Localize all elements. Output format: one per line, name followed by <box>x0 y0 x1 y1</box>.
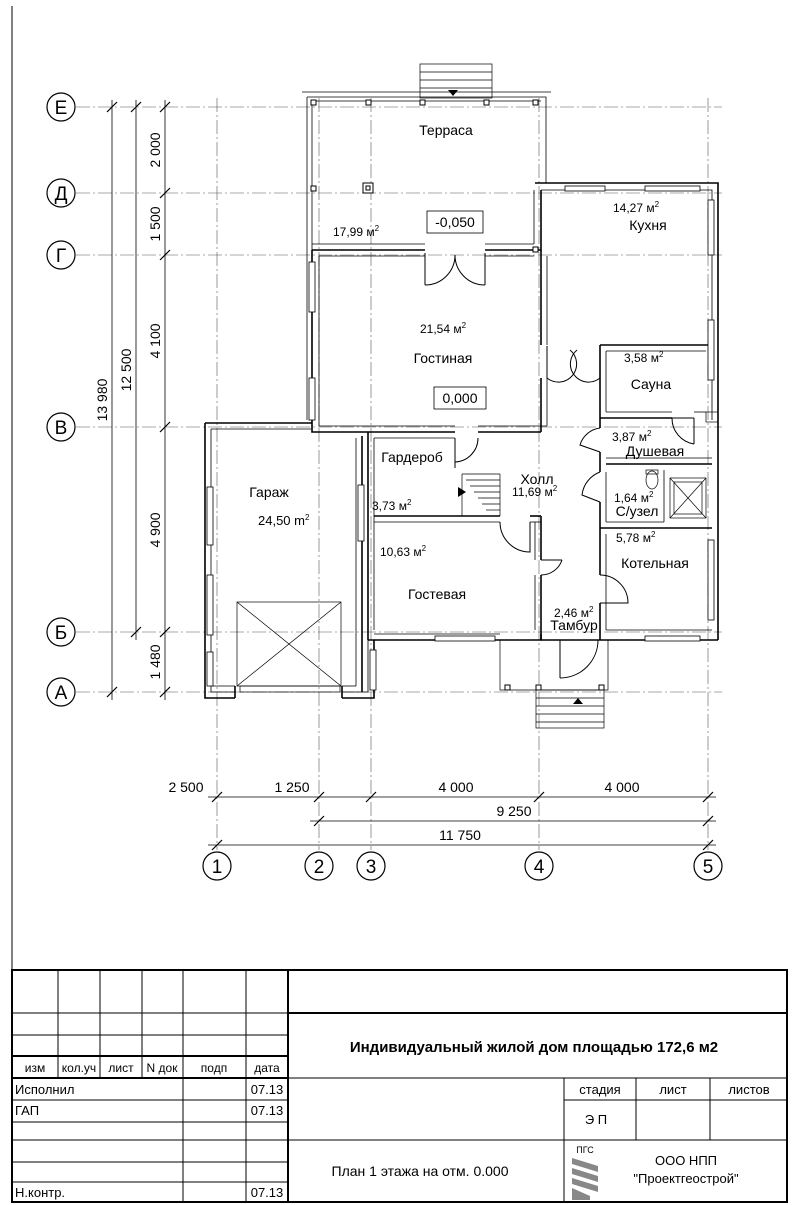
room-area-garage: 24,50 m2 <box>258 513 310 528</box>
tb-header-list: лист <box>108 1061 134 1075</box>
dim-left-5: 1 480 <box>147 644 163 679</box>
level-terrace: -0,050 <box>435 214 475 230</box>
svg-text:ПГС: ПГС <box>576 1145 594 1155</box>
axis-bubble-3: 3 <box>356 851 386 881</box>
tb-header-izm: изм <box>25 1061 45 1075</box>
svg-text:1: 1 <box>212 857 223 878</box>
svg-text:3: 3 <box>366 857 377 878</box>
svg-text:Б: Б <box>55 623 67 644</box>
tb-date-ncontrol: 07.13 <box>251 1185 284 1200</box>
dim-left-1: 2 000 <box>147 132 163 167</box>
axis-bubble-2: 2 <box>304 851 334 881</box>
svg-text:4: 4 <box>534 857 545 878</box>
tb-date-executor: 07.13 <box>251 1082 284 1097</box>
room-name-garage: Гараж <box>249 484 289 500</box>
svg-text:Д: Д <box>55 184 68 205</box>
dim-bottom-row2: 9 250 <box>496 803 531 819</box>
axis-bubble-А: А <box>46 677 76 707</box>
svg-text:А: А <box>55 683 68 704</box>
dim-left-outer: 13 980 <box>94 378 110 421</box>
dim-left-2: 1 500 <box>147 206 163 241</box>
tb-header-data: дата <box>254 1061 280 1075</box>
svg-text:В: В <box>55 418 68 439</box>
room-name-terrace: Терраса <box>419 122 473 138</box>
company-logo: ПГС <box>572 1145 598 1200</box>
room-area-wc: 1,64 м2 <box>614 490 654 505</box>
level-living: 0,000 <box>442 390 477 406</box>
axis-bubbles: 1 2 3 4 5 Е Д Г В Б А <box>46 92 723 881</box>
room-name-kitchen: Кухня <box>629 217 666 233</box>
room-name-guest: Гостевая <box>408 586 466 602</box>
axis-bubble-4: 4 <box>524 851 554 881</box>
axis-bubble-1: 1 <box>202 851 232 881</box>
room-area-hall: 11,69 м2 <box>512 484 558 499</box>
room-area-living: 21,54 м2 <box>420 321 467 336</box>
svg-text:2: 2 <box>314 857 325 878</box>
axis-bubble-5: 5 <box>693 851 723 881</box>
room-name-sauna: Сауна <box>631 376 672 392</box>
dim-left-3: 4 100 <box>147 323 163 358</box>
tb-role-executor: Исполнил <box>15 1082 74 1097</box>
dim-bottom-1: 2 500 <box>168 779 203 795</box>
sheets-header: листов <box>728 1082 769 1097</box>
axis-bubble-В: В <box>46 412 76 442</box>
dim-left-mid: 12 500 <box>118 348 134 391</box>
stage-value: Э П <box>585 1112 607 1127</box>
axis-bubble-Б: Б <box>46 617 76 647</box>
dim-bottom-row3: 11 750 <box>439 827 481 843</box>
tb-role-ncontrol: Н.контр. <box>15 1185 65 1200</box>
company-line1: ООО НПП <box>655 1153 717 1168</box>
dim-left-4: 4 900 <box>147 512 163 547</box>
tb-header-ndok: N док <box>147 1061 179 1075</box>
sheet-name: План 1 этажа на отм. 0.000 <box>332 1163 509 1179</box>
room-name-living: Гостиная <box>414 350 473 366</box>
project-title: Индивидуальный жилой дом площадью 172,6 … <box>350 1039 718 1056</box>
tb-header-podp: подп <box>201 1061 227 1075</box>
tb-header-kol: кол.уч <box>62 1061 96 1075</box>
title-block: изм кол.уч лист N док подп дата Исполнил… <box>11 969 788 1203</box>
dim-bottom-2: 1 250 <box>274 779 309 795</box>
room-labels: Терраса 17,99 м2 14,27 м2 Кухня 21,54 м2… <box>249 122 689 633</box>
room-area-wardrobe: 3,73 м2 <box>372 498 412 513</box>
tb-date-gap: 07.13 <box>251 1103 284 1118</box>
room-name-shower: Душевая <box>626 443 684 459</box>
svg-text:Е: Е <box>55 98 68 119</box>
room-area-boiler: 5,78 м2 <box>616 530 656 545</box>
level-markers: -0,050 0,000 <box>426 210 487 410</box>
room-name-wardrobe: Гардероб <box>381 449 443 465</box>
company-line2: "Проектгеострой" <box>633 1171 739 1186</box>
room-name-vestibule: Тамбур <box>550 617 598 633</box>
dim-bottom-3: 4 000 <box>438 779 473 795</box>
axis-bubble-Е: Е <box>46 92 76 122</box>
axis-bubble-Д: Д <box>46 178 76 208</box>
room-name-wc: С/узел <box>616 503 659 519</box>
columns <box>310 99 605 691</box>
stage-header: стадия <box>579 1082 620 1097</box>
svg-text:5: 5 <box>703 857 714 878</box>
axis-bubble-Г: Г <box>46 240 76 270</box>
room-area-shower: 3,87 м2 <box>612 429 652 444</box>
room-area-kitchen: 14,27 м2 <box>613 200 660 215</box>
dimensions-left: 2 000 1 500 4 100 4 900 1 480 12 500 13 … <box>94 100 171 700</box>
sheet-header: лист <box>659 1082 686 1097</box>
dimensions-bottom: 2 500 1 250 4 000 4 000 9 250 11 750 <box>168 779 716 851</box>
room-name-hall: Холл <box>521 471 554 487</box>
room-name-boiler: Котельная <box>621 555 689 571</box>
windows <box>206 185 715 691</box>
doors <box>424 253 695 679</box>
room-area-sauna: 3,58 м2 <box>624 350 664 365</box>
room-area-terrace: 17,99 м2 <box>333 224 380 239</box>
tb-role-gap: ГАП <box>15 1103 39 1118</box>
svg-text:Г: Г <box>56 246 66 267</box>
dim-bottom-4: 4 000 <box>604 779 639 795</box>
axis-grid <box>76 98 722 850</box>
room-area-guest: 10,63 м2 <box>380 544 427 559</box>
room-area-vestibule: 2,46 м2 <box>554 605 594 620</box>
